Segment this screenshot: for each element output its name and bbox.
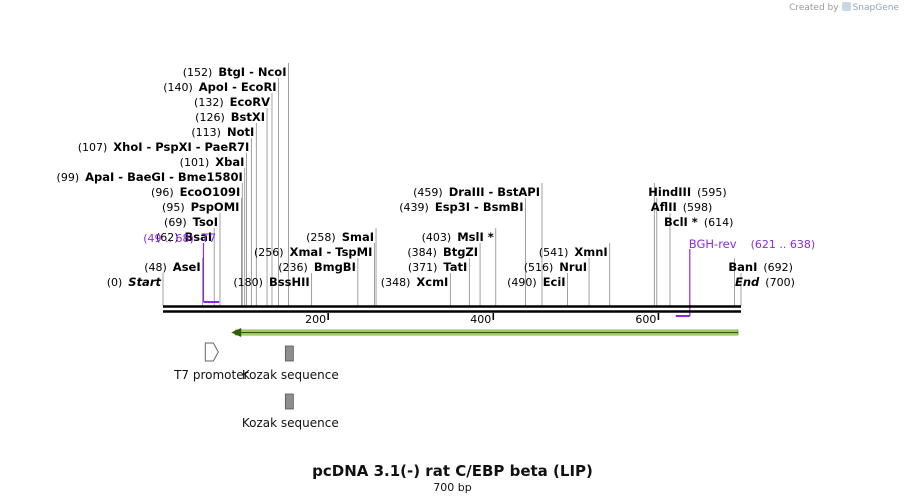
site-name: HindIII: [648, 185, 691, 199]
site-name: DraIII - BstAPI: [449, 185, 540, 199]
site-name: TatI: [443, 260, 467, 274]
site-name: End: [735, 275, 760, 289]
site-name: SmaI: [342, 230, 374, 244]
site-position: (258): [306, 231, 336, 244]
site-name: BtgZI: [443, 245, 478, 259]
tick-label: 400: [470, 313, 491, 326]
site-name: BtgI - NcoI: [218, 65, 286, 79]
site-position: (490): [507, 276, 537, 289]
site-name: XcmI: [416, 275, 448, 289]
site-position: (152): [183, 66, 213, 79]
site-position: (113): [191, 126, 221, 139]
tick-label: 200: [305, 313, 326, 326]
ruler-ticks: 200 400 600: [305, 313, 660, 326]
site-name: ApaI - BaeGI - Bme1580I: [85, 170, 243, 184]
site-name: Start: [128, 275, 161, 289]
feature-box: [284, 393, 294, 410]
snapgene-logo-icon: [841, 2, 851, 11]
site-labels: Start (0) AseI (48) BsaI (62) TsoI (69) PspOMI (9…: [57, 65, 795, 289]
site-name: ApoI - EcoRI: [199, 80, 277, 94]
site-position: (126): [195, 111, 225, 124]
site-position: (256): [254, 246, 284, 259]
site-position: (101): [180, 156, 210, 169]
site-position: (598): [683, 201, 713, 214]
site-position: (614): [704, 216, 734, 229]
site-position: (107): [78, 141, 108, 154]
site-position: (180): [233, 276, 263, 289]
site-position: (595): [697, 186, 727, 199]
watermark-created-by: Created by: [789, 3, 839, 13]
watermark: Created by SnapGene: [789, 2, 899, 13]
site-name: AflII: [651, 200, 677, 214]
tick-label: 600: [635, 313, 656, 326]
site-name: PspOMI: [191, 200, 240, 214]
site-name: TsoI: [193, 215, 218, 229]
site-position: (96): [151, 186, 174, 199]
primers: T7 (49 .. 68) BGH-rev (621 .. 638): [143, 231, 816, 317]
site-position: (69): [164, 216, 187, 229]
site-position: (384): [407, 246, 437, 259]
site-name: XmaI - TspMI: [290, 245, 373, 259]
site-position: (371): [408, 261, 438, 274]
site-position: (0): [107, 276, 123, 289]
site-position: (62): [156, 231, 179, 244]
orf-arrowhead: [231, 328, 242, 337]
site-position: (692): [763, 261, 793, 274]
site-name: AseI: [173, 260, 201, 274]
site-position: (459): [413, 186, 443, 199]
site-name: BclI *: [664, 215, 698, 229]
feature-label: T7 promoter: [173, 368, 249, 382]
site-name: XbaI: [215, 155, 244, 169]
site-name: NruI: [559, 260, 587, 274]
site-position: (132): [194, 96, 224, 109]
site-position: (439): [399, 201, 429, 214]
primer-range: (49 .. 68): [143, 232, 194, 245]
primer-name: T7: [201, 231, 216, 245]
site-name: Esp3I - BsmBI: [435, 200, 524, 214]
backbone: [163, 305, 741, 313]
feature-label: Kozak sequence: [242, 416, 339, 430]
site-position: (99): [57, 171, 80, 184]
feature-box: [284, 345, 294, 362]
watermark-brand: SnapGene: [852, 3, 899, 13]
site-name: BmgBI: [314, 260, 356, 274]
site-position: (95): [162, 201, 185, 214]
site-name: BsaI: [185, 230, 213, 244]
primer-range: (621 .. 638): [751, 238, 816, 251]
feature-label: Kozak sequence: [242, 368, 339, 382]
site-name: XmnI: [574, 245, 607, 259]
promoter-arrow-icon: [204, 342, 219, 362]
site-name: EcoO109I: [180, 185, 241, 199]
site-name: XhoI - PspXI - PaeR7I: [113, 140, 249, 154]
site-name: BanI: [728, 260, 757, 274]
site-position: (403): [422, 231, 452, 244]
site-name: NotI: [227, 125, 254, 139]
site-name: EciI: [543, 275, 566, 289]
site-name: MslI *: [457, 230, 494, 244]
site-position: (700): [765, 276, 795, 289]
site-position: (236): [278, 261, 308, 274]
site-name: EcoRV: [230, 95, 270, 109]
primer-name: BGH-rev: [689, 237, 737, 251]
site-name: BstXI: [231, 110, 265, 124]
orf-arrow: [231, 328, 739, 337]
site-position: (516): [524, 261, 554, 274]
site-position: (541): [539, 246, 569, 259]
plasmid-length: 700 bp: [433, 481, 472, 494]
plasmid-title: pcDNA 3.1(-) rat C/EBP beta (LIP): [312, 462, 593, 480]
site-lines: [162, 63, 742, 306]
site-position: (48): [144, 261, 167, 274]
site-position: (348): [381, 276, 411, 289]
site-name: BssHII: [269, 275, 310, 289]
site-position: (140): [163, 81, 193, 94]
